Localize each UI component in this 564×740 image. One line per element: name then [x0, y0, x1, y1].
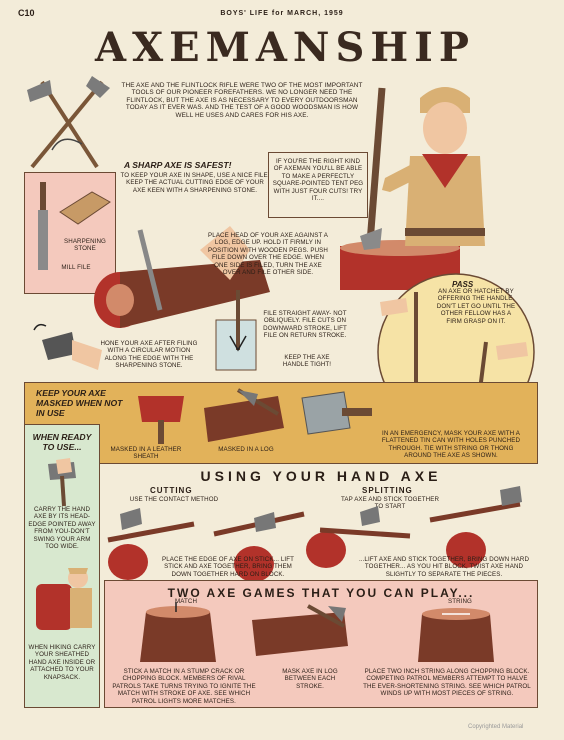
file-straight-text: FILE STRAIGHT AWAY- NOT OBLIQUELY. FILE … — [263, 310, 347, 340]
game1-text: STICK A MATCH IN A STUMP CRACK OR CHOPPI… — [112, 668, 256, 705]
masked-log-game-illustration — [252, 604, 348, 656]
emergency-text: IN AN EMERGENCY, MASK YOUR AXE WITH A FL… — [381, 430, 521, 460]
sharp-axe-text: TO KEEP YOUR AXE IN SHAPE, USE A NICE FI… — [120, 172, 270, 194]
splitting-sub: TAP AXE AND STICK TOGETHER TO START — [340, 496, 440, 511]
right-kind-box — [268, 152, 368, 218]
mill-file-label: MILL FILE — [61, 264, 91, 271]
games-heading: TWO AXE GAMES THAT YOU CAN PLAY... — [167, 586, 475, 600]
cutting-text: PLACE THE EDGE OF AXE ON STICK... LIFT S… — [162, 556, 294, 578]
sharpening-stone-label: SHARPENING STONE — [64, 238, 106, 253]
mask-log-text: MASK AXE IN LOG BETWEEN EACH STROKE. — [282, 668, 338, 690]
knapsack-scout-icon — [36, 568, 92, 630]
stump-match-illustration — [140, 602, 216, 662]
mill-file-icon — [38, 182, 48, 270]
hone-axe-illustration — [33, 323, 102, 370]
match-label: MATCH — [174, 598, 198, 605]
string-label: STRING — [448, 598, 472, 605]
log-label: MASKED IN A LOG — [218, 446, 274, 453]
hiking-text: WHEN HIKING CARRY YOUR SHEATHED HAND AXE… — [28, 644, 96, 681]
sheath-label: MASKED IN A LEATHER SHEATH — [110, 446, 182, 461]
tin-can-mask-icon — [301, 391, 372, 435]
sharp-axe-heading: A SHARP AXE IS SAFEST! — [124, 160, 232, 170]
splitting-text: ...LIFT AXE AND STICK TOGETHER, BRING DO… — [358, 556, 530, 578]
hone-text: HONE YOUR AXE AFTER FILING WITH A CIRCUL… — [100, 340, 198, 370]
masked-heading: KEEP YOUR AXE MASKED WHEN NOT IN USE — [36, 388, 123, 418]
copyright-footer: Copyrighted Material — [468, 724, 524, 730]
filing-axe-illustration — [94, 226, 270, 328]
using-heading: USING YOUR HAND AXE — [200, 468, 442, 484]
scout-chopping-illustration — [340, 87, 485, 290]
sharpening-stone-icon — [59, 191, 111, 225]
right-kind-text: IF YOU'RE THE RIGHT KIND OF AXEMAN YOU'L… — [272, 158, 364, 203]
game2-text: PLACE TWO INCH STRING ALONG CHOPPING BLO… — [363, 668, 531, 698]
splitting-illustration — [306, 486, 522, 568]
keep-handle-tight-text: KEEP THE AXE HANDLE TIGHT! — [282, 354, 332, 369]
page-title: AXEMANSHIP — [95, 24, 475, 71]
file-straight-illustration — [215, 290, 257, 371]
leather-sheath-icon — [138, 396, 184, 444]
carry-text: CARRY THE HAND AXE BY ITS HEAD-EDGE POIN… — [28, 506, 96, 551]
log-mask-icon — [204, 388, 284, 442]
pass-heading: PASS — [452, 280, 474, 289]
magazine-header: BOYS' LIFE for MARCH, 1959 — [220, 10, 344, 17]
cutting-heading: CUTTING — [150, 486, 193, 495]
carry-axe-icon — [48, 458, 76, 507]
intro-text: THE AXE AND THE FLINTLOCK RIFLE WERE TWO… — [121, 82, 363, 119]
cutting-sub: USE THE CONTACT METHOD — [129, 496, 219, 503]
string-block-illustration — [418, 608, 494, 662]
splitting-heading: SPLITTING — [362, 486, 413, 495]
cutting-illustration — [107, 508, 305, 582]
place-head-text: PLACE HEAD OF YOUR AXE AGAINST A LOG, ED… — [208, 232, 328, 277]
ready-heading: WHEN READY TO USE... — [32, 432, 92, 452]
crossed-axes-illustration — [27, 76, 110, 169]
page-number: C10 — [18, 8, 35, 18]
pass-text: AN AXE OR HATCHET BY OFFERING THE HANDLE… — [436, 288, 516, 325]
